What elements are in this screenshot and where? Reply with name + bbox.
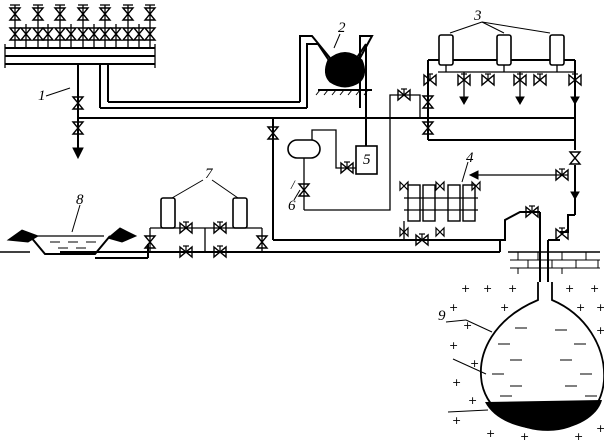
pit-8	[0, 204, 138, 255]
svg-text:+: +	[590, 282, 599, 295]
equipment-5-6	[287, 88, 421, 211]
tank-group-3	[422, 21, 582, 150]
svg-text:+: +	[463, 319, 472, 332]
svg-text:+: +	[508, 282, 517, 295]
svg-text:+: +	[520, 430, 529, 441]
manifold-outlet	[72, 64, 84, 160]
valve-manifold-1	[4, 4, 156, 68]
svg-text:+: +	[486, 427, 495, 440]
svg-text:+: +	[576, 301, 585, 314]
left-riser	[267, 118, 500, 241]
label-9: 9	[438, 308, 446, 324]
lower-pipe	[60, 244, 500, 259]
svg-text:+: +	[452, 414, 461, 427]
svg-text:+: +	[596, 324, 604, 337]
svg-text:+: +	[483, 282, 492, 295]
svg-text:+: +	[449, 339, 458, 352]
label-7: 7	[205, 166, 214, 182]
svg-text:+: +	[596, 422, 604, 435]
label-separator-mark: /	[290, 177, 296, 192]
heat-exchanger-4	[399, 161, 481, 246]
label-2: 2	[338, 20, 346, 36]
svg-text:+: +	[574, 430, 583, 441]
right-riser	[468, 151, 581, 240]
svg-text:+: +	[596, 301, 604, 314]
svg-text:+: +	[470, 357, 479, 370]
tank-pair-7	[144, 179, 268, 258]
svg-text:+: +	[468, 394, 477, 407]
label-6: 6	[288, 198, 296, 214]
svg-text:+: +	[461, 282, 470, 295]
salt-cavern-9	[447, 282, 604, 431]
main-header-pipe	[78, 64, 575, 119]
salt-rock-pattern: ++ ++ + ++ ++ ++ + + + + ++ ++ +	[449, 282, 604, 441]
label-5: 5	[363, 152, 371, 168]
svg-text:+: +	[500, 301, 509, 314]
label-3: 3	[473, 8, 482, 24]
label-4: 4	[466, 150, 474, 166]
svg-text:+: +	[449, 301, 458, 314]
compressor-2	[299, 35, 374, 150]
svg-text:+: +	[452, 376, 461, 389]
svg-text:+: +	[565, 282, 574, 295]
ground-surface	[508, 251, 600, 274]
label-1: 1	[38, 88, 46, 104]
label-8: 8	[76, 192, 84, 208]
